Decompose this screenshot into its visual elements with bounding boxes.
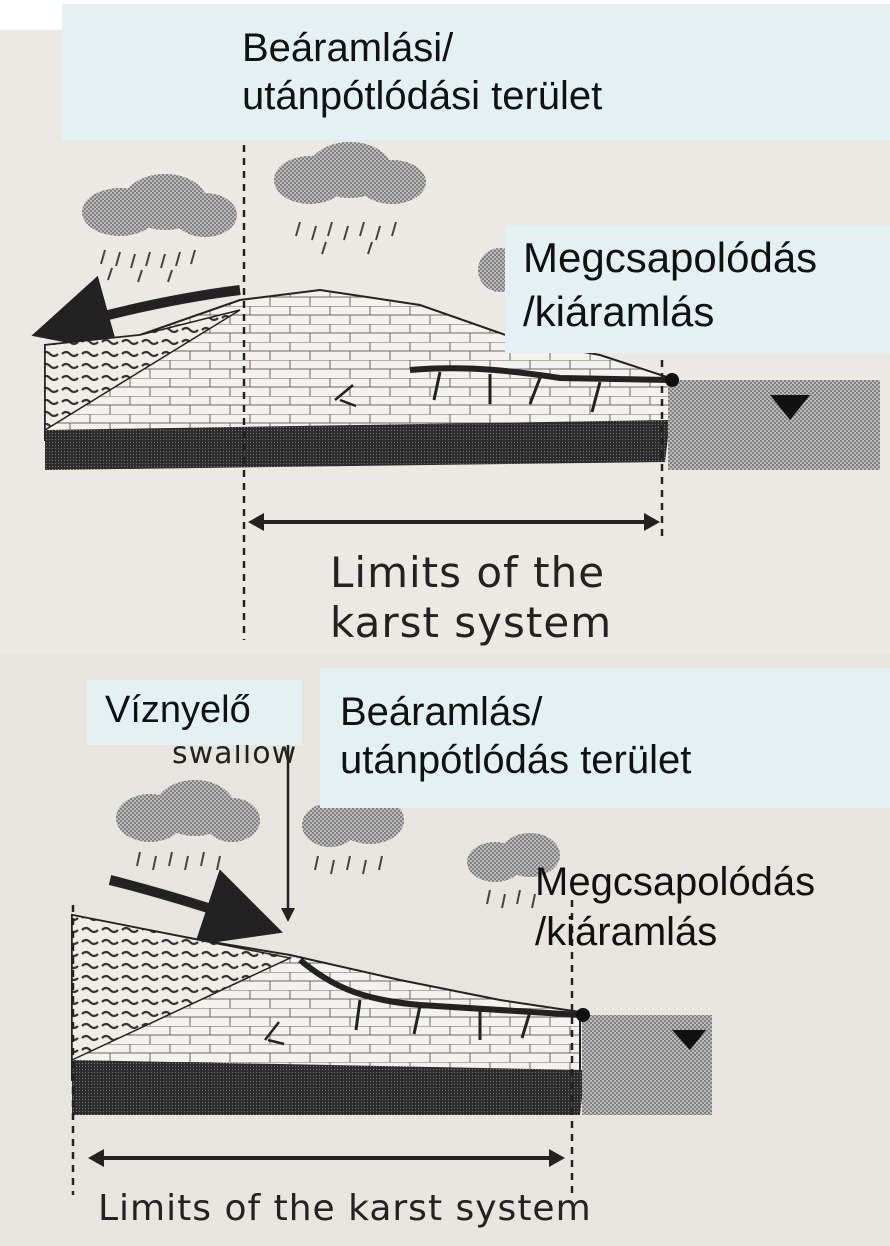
- top-discharge-line1: Megcsapolódás: [523, 231, 890, 285]
- top-limits-label: Limits of the karst system: [330, 548, 612, 648]
- bottom-limits-arrow: [88, 1149, 565, 1167]
- bottom-discharge-line1: Megcsapolódás: [535, 857, 815, 907]
- swallow-hole-label: Víznyelő: [87, 680, 302, 745]
- bottom-discharge-line2: /kiáramlás: [535, 907, 815, 957]
- top-limits-line2: karst system: [330, 598, 612, 648]
- cloud-icon: [82, 174, 237, 282]
- bottom-limits-label: Limits of the karst system: [98, 1188, 592, 1229]
- swallow-flow-arrow: [110, 880, 245, 920]
- cloud-icon: [274, 142, 426, 254]
- top-discharge-line2: /kiáramlás: [523, 285, 890, 339]
- bottom-discharge-label: Megcsapolódás /kiáramlás: [535, 857, 815, 957]
- top-recharge-line2: utánpótlódási terület: [242, 72, 890, 120]
- top-recharge-line1: Beáramlási/: [242, 24, 890, 72]
- bottom-recharge-label: Beáramlás/ utánpótlódás terület: [320, 668, 890, 808]
- top-clouds: [82, 142, 522, 292]
- top-recharge-label: Beáramlási/ utánpótlódási terület: [62, 4, 890, 140]
- bottom-recharge-line1: Beáramlás/: [340, 688, 890, 736]
- bottom-recharge-line2: utánpótlódás terület: [340, 736, 890, 784]
- top-limits-arrow: [248, 513, 660, 531]
- top-limits-line1: Limits of the: [330, 548, 612, 598]
- cloud-icon: [116, 780, 260, 870]
- top-discharge-label: Megcsapolódás /kiáramlás: [505, 225, 890, 353]
